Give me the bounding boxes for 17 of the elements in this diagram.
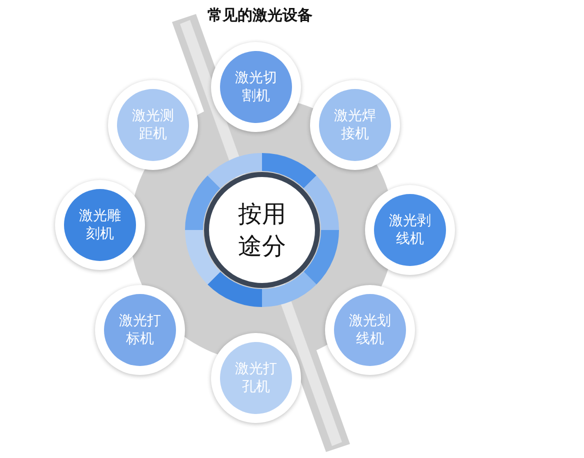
node-label: 激光打标机	[104, 294, 176, 366]
node-label: 激光划线机	[334, 294, 406, 366]
category-circle	[108, 80, 198, 170]
node-label: 激光切割机	[220, 51, 292, 123]
node-label: 激光剥线机	[374, 194, 446, 266]
node-label: 激光测距机	[117, 89, 189, 161]
category-circle	[325, 285, 415, 375]
node-label: 激光雕刻机	[64, 189, 136, 261]
category-circle	[310, 80, 400, 170]
category-circle	[211, 333, 301, 423]
node-label: 激光打孔机	[220, 342, 292, 414]
category-circle	[55, 180, 145, 270]
category-circle	[95, 285, 185, 375]
node-label: 按用途分	[237, 199, 287, 262]
title: 常见的激光设备	[206, 6, 314, 25]
category-circle	[365, 185, 455, 275]
node-label: 激光焊接机	[319, 89, 391, 161]
